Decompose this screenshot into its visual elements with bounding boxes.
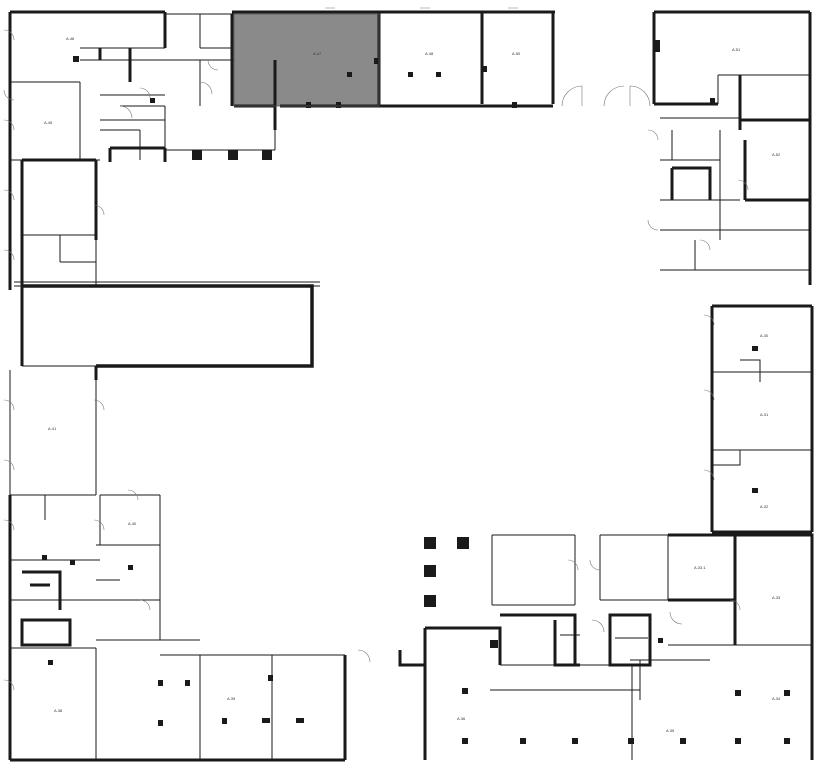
unit-a34-label: A.34 [772, 696, 781, 701]
block-right: A.30 A.31 A.32 [703, 304, 814, 534]
unit-a36-label: A.36 [457, 716, 466, 721]
unit-a45-label: A.45 [44, 120, 53, 125]
unit-a33-label: A.33 [772, 595, 781, 600]
unit-a39-label: A.39 [227, 696, 236, 701]
block-bottom-right: A.33.1 A.33 A.36 A.35 A.34 [398, 533, 814, 760]
unit-a47-outline [233, 13, 380, 107]
unit-a40-label: A.40 [128, 521, 137, 526]
unit-a47-fill[interactable] [234, 14, 379, 106]
unit-a51-label: A.51 [732, 47, 741, 52]
unit-a38-label: A.38 [54, 708, 63, 713]
unit-a33-1-label: A.33.1 [694, 565, 706, 570]
unit-a41-label: A.41 [48, 426, 57, 431]
unit-a47-label: A.47 [313, 51, 322, 56]
unit-a48-label: A.48 [425, 51, 434, 56]
unit-a31-label: A.31 [760, 412, 769, 417]
block-bottom-left: A.40 A.38 A.39 [3, 489, 371, 762]
unit-a50-label: A.50 [512, 51, 521, 56]
unit-a32-label: A.32 [760, 504, 769, 509]
unit-a30-label: A.30 [760, 333, 769, 338]
block-top-right: A.51 A.52 [647, 10, 812, 285]
unit-a35-label: A.35 [666, 728, 675, 733]
unit-a46-label: A.46 [66, 36, 75, 41]
block-left: A.41 [3, 158, 320, 496]
unit-a52-label: A.52 [772, 152, 781, 157]
